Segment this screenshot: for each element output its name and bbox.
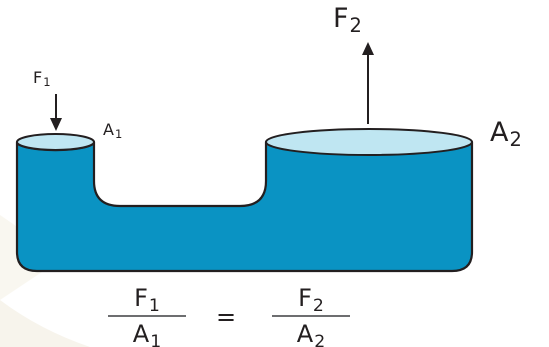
denominator-letter: A — [132, 320, 150, 347]
fraction-right-numerator: F2 — [272, 284, 350, 314]
fraction-right-bar — [272, 315, 350, 318]
denominator-subscript: 2 — [314, 332, 326, 347]
fraction-right: F2 A2 — [272, 286, 350, 347]
small-surface — [16, 133, 95, 151]
fraction-left-denominator: A1 — [108, 320, 186, 347]
fraction-left-numerator: F1 — [108, 284, 186, 314]
denominator-letter: A — [296, 320, 314, 347]
label-f1: F1 — [33, 68, 51, 90]
vessel-body — [15, 140, 474, 273]
label-a1-subscript: 1 — [114, 127, 123, 142]
numerator-subscript: 1 — [148, 295, 160, 316]
numerator-subscript: 2 — [312, 295, 324, 316]
label-a2-letter: A — [490, 117, 509, 148]
label-f2-letter: F — [333, 3, 349, 34]
numerator-letter: F — [134, 284, 148, 312]
fraction-left-bar — [108, 315, 186, 318]
numerator-letter: F — [298, 284, 312, 312]
label-f1-letter: F — [33, 68, 43, 87]
fraction-right-denominator: A2 — [272, 320, 350, 347]
fraction-left: F1 A1 — [108, 286, 186, 347]
label-f2-subscript: 2 — [349, 14, 362, 38]
label-a1-letter: A — [103, 120, 114, 139]
equals-sign: = — [216, 303, 237, 331]
label-a2: A2 — [490, 117, 522, 150]
label-f1-subscript: 1 — [43, 75, 51, 90]
label-a1: A1 — [103, 120, 123, 142]
denominator-subscript: 1 — [150, 332, 162, 347]
label-a2-subscript: 2 — [509, 128, 522, 152]
label-f2: F2 — [333, 3, 362, 36]
force-arrow-up — [362, 42, 374, 124]
large-surface — [265, 128, 473, 156]
force-arrow-down — [50, 94, 62, 131]
